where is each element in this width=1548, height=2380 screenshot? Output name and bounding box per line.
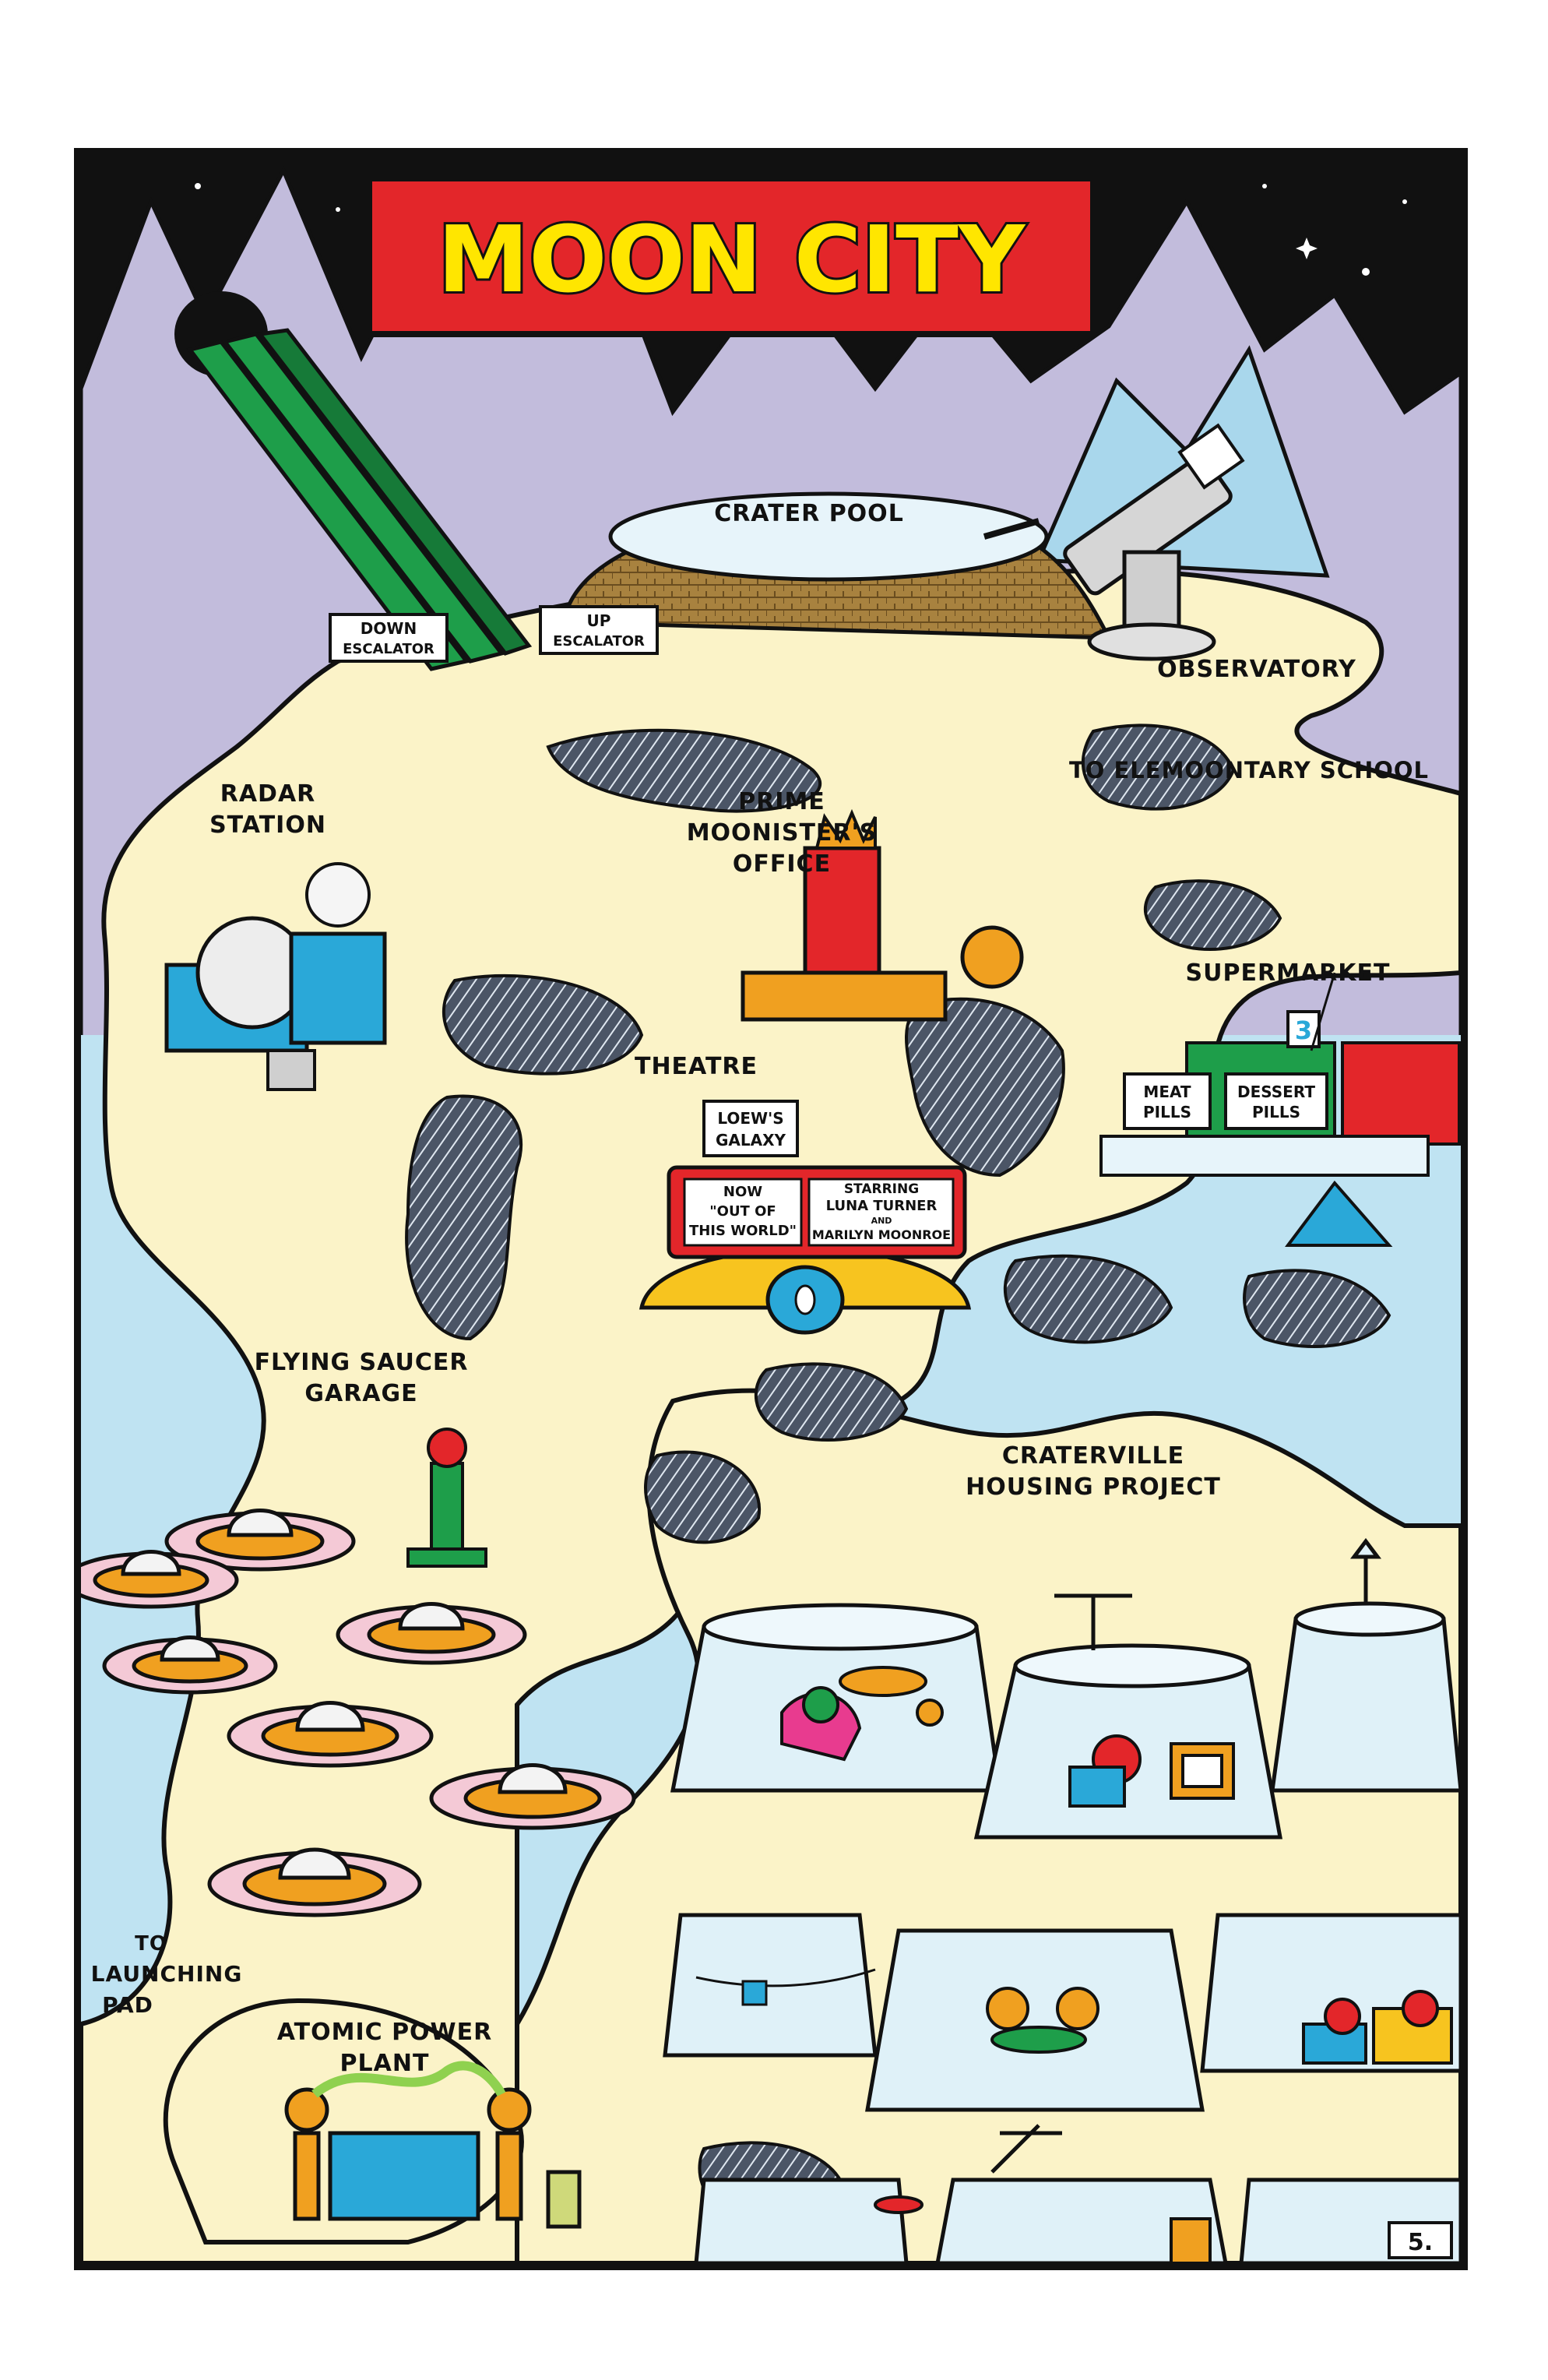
supermarket <box>1099 972 1461 1247</box>
label-garage-line1: FLYING SAUCER <box>255 1349 469 1376</box>
escalators <box>186 328 533 671</box>
theatre-name-line1: LOEW'S <box>717 1109 783 1128</box>
page-number: 5. <box>1408 2229 1433 2256</box>
marquee-starring-line2: LUNA TURNER <box>826 1198 938 1214</box>
down-escalator-line1: DOWN <box>361 619 417 638</box>
label-craterville-line2: HOUSING PROJECT <box>966 1473 1221 1501</box>
flying-saucers <box>81 1509 636 1917</box>
marquee-now-line2: "OUT OF <box>709 1203 776 1220</box>
radar-station <box>164 862 387 1091</box>
marquee-now-line3: THIS WORLD" <box>689 1223 797 1239</box>
label-radar-line1: RADAR <box>220 780 316 808</box>
hanging-laundry <box>741 1980 768 2006</box>
marquee-starring-line3: AND <box>871 1216 892 1226</box>
label-prime-line3: OFFICE <box>733 850 831 878</box>
atomic-power-plant <box>284 2061 582 2229</box>
label-observatory: OBSERVATORY <box>1157 656 1356 683</box>
up-escalator-line1: UP <box>587 611 611 630</box>
label-to-school: TO ELEMOONTARY SCHOOL <box>1069 757 1429 783</box>
page-title: MOON CITY <box>438 206 1026 313</box>
dessert-pills-line2: PILLS <box>1252 1103 1300 1121</box>
observatory-telescope <box>1063 423 1245 661</box>
clothesline <box>695 1968 876 1987</box>
label-crater-pool: CRATER POOL <box>714 500 904 527</box>
fuel-pump <box>406 1428 487 1568</box>
up-escalator-line2: ESCALATOR <box>553 633 645 650</box>
meat-pills-line1: MEAT <box>1143 1083 1191 1101</box>
sparkle-star-icon <box>1296 238 1318 259</box>
page-number-box <box>1388 2221 1453 2259</box>
label-launch-line1: TO <box>135 1932 167 1956</box>
label-prime-line1: PRIME <box>738 788 825 815</box>
dome-details <box>702 1537 1446 2174</box>
title-box <box>366 175 1096 337</box>
label-theatre: THEATRE <box>635 1053 758 1080</box>
marquee-starring-line1: STARRING <box>844 1181 919 1197</box>
comic-panel: MOON CITY DOWN ESCALATOR UP ESCALATOR CR… <box>74 148 1468 2270</box>
globe-icon <box>960 925 1024 989</box>
label-garage-line2: GARAGE <box>304 1380 417 1407</box>
label-atomic-line2: PLANT <box>340 2050 430 2077</box>
loews-galaxy-sign <box>702 1100 799 1157</box>
down-escalator-line2: ESCALATOR <box>343 641 434 657</box>
label-prime-line2: MOONISTER'S <box>687 819 878 847</box>
label-atomic-line1: ATOMIC POWER <box>277 2019 493 2046</box>
craters <box>405 724 1391 2220</box>
diving-board <box>983 518 1040 540</box>
meat-pills-line2: PILLS <box>1143 1103 1191 1121</box>
label-supermarket: SUPERMARKET <box>1186 959 1391 987</box>
label-craterville-line1: CRATERVILLE <box>1002 1442 1184 1470</box>
theatre <box>639 1100 972 1335</box>
moon-city-map: MOON CITY DOWN ESCALATOR UP ESCALATOR CR… <box>81 155 1461 2263</box>
dessert-pills-line1: DESSERT <box>1237 1083 1315 1101</box>
theatre-name-line2: GALAXY <box>716 1131 786 1150</box>
pill-pyramid <box>1285 1180 1393 1247</box>
label-radar-line2: STATION <box>209 812 326 839</box>
label-launch-line3: PAD <box>102 1992 153 2018</box>
aisle-number: 3 <box>1295 1016 1312 1045</box>
label-launch-line2: LAUNCHING <box>91 1961 243 1987</box>
escalator-signs <box>329 605 659 663</box>
dome-furnishings <box>780 1666 1453 2263</box>
marquee-now-line1: NOW <box>723 1184 762 1200</box>
marquee-starring-line4: MARILYN MOONROE <box>812 1227 951 1242</box>
crater-pool <box>561 491 1113 640</box>
prime-moonister-office <box>741 808 1024 1022</box>
